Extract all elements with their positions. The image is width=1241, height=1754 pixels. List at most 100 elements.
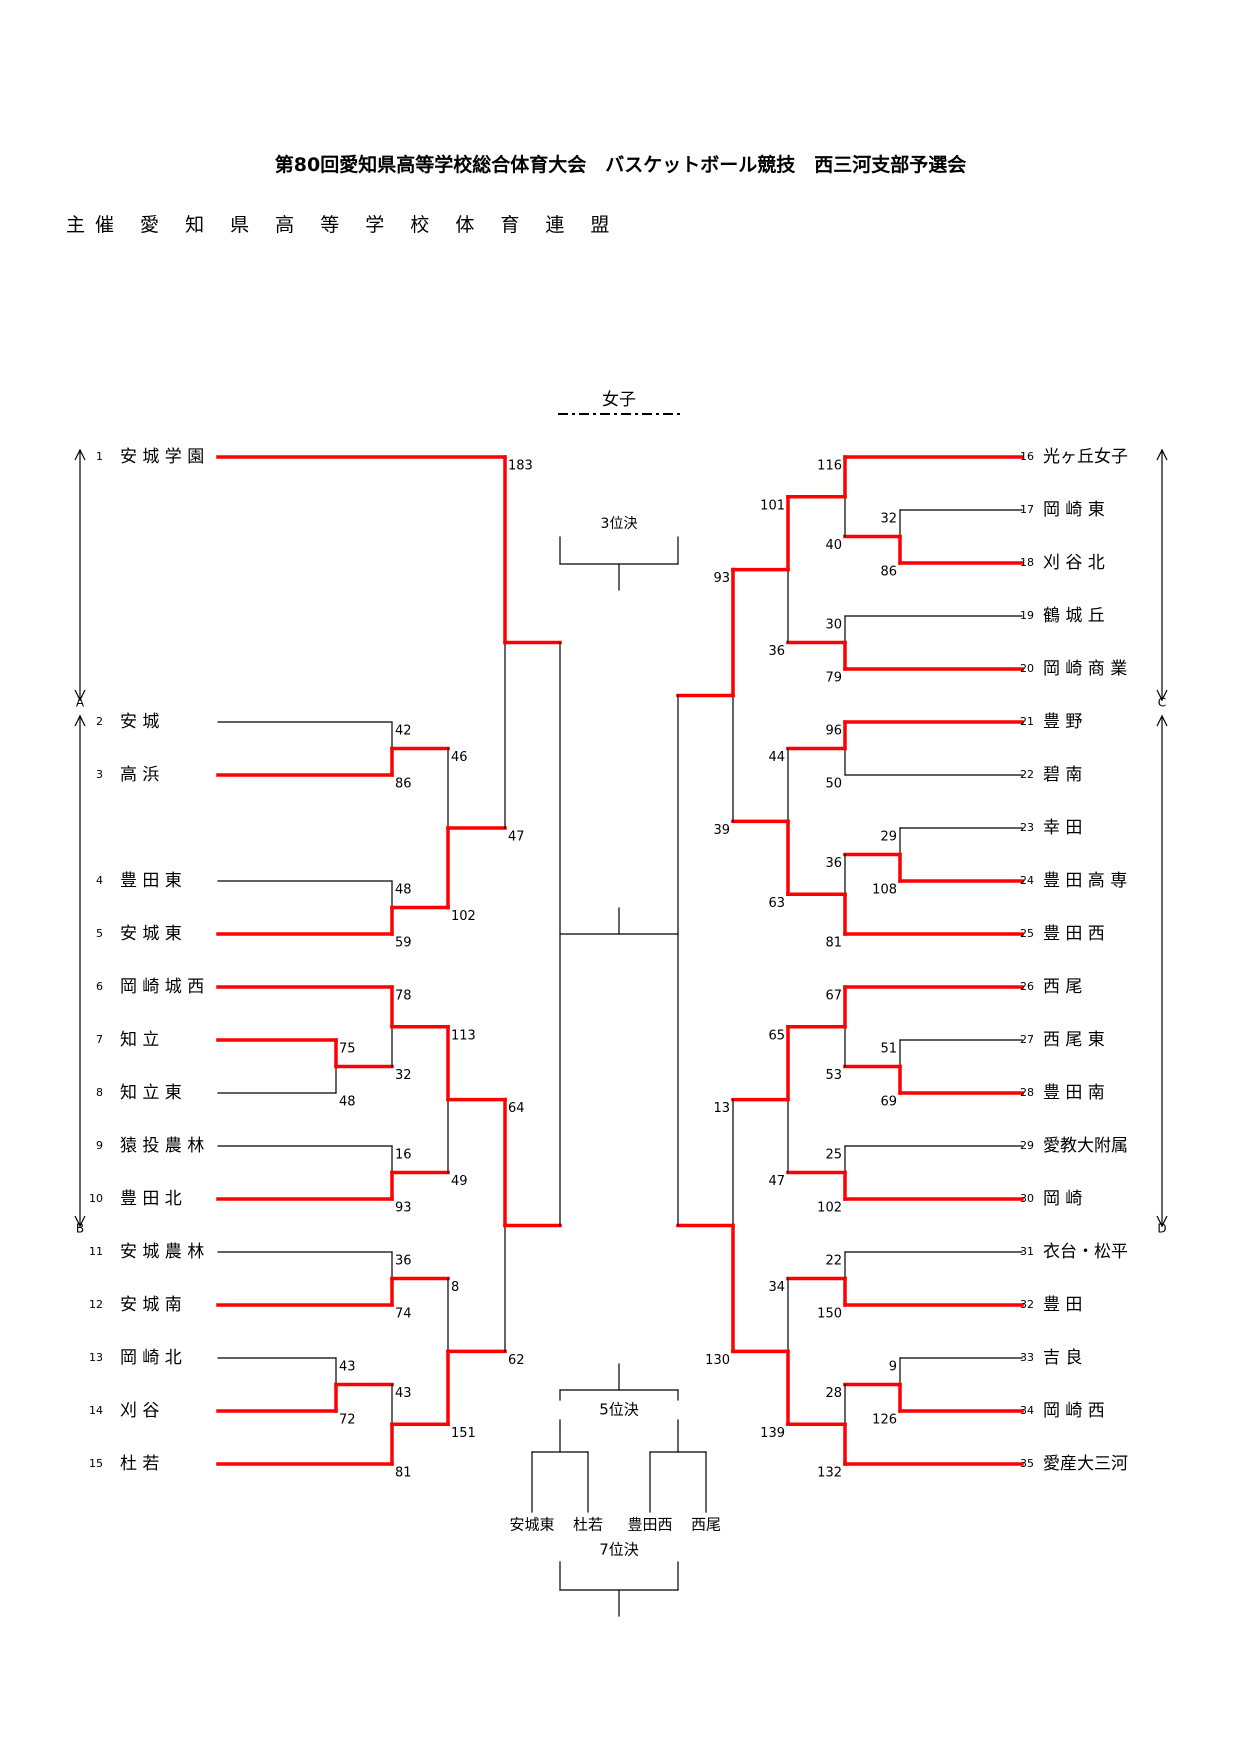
team-number: 16 bbox=[1020, 450, 1034, 463]
score-label: 47 bbox=[768, 1174, 785, 1189]
score-label: 16 bbox=[395, 1148, 412, 1163]
placement-team: 安城東 bbox=[509, 1516, 554, 1534]
score-label: 116 bbox=[817, 459, 842, 474]
team-name: 刈 谷 北 bbox=[1043, 553, 1105, 573]
score-label: 28 bbox=[825, 1386, 842, 1401]
team-name: 西 尾 東 bbox=[1043, 1030, 1105, 1050]
team-name: 知 立 東 bbox=[120, 1083, 182, 1103]
score-label: 36 bbox=[395, 1254, 412, 1269]
score-label: 44 bbox=[768, 750, 785, 765]
block-label: D bbox=[1157, 1222, 1166, 1236]
score-label: 101 bbox=[760, 498, 785, 513]
block-c-arrow-heads bbox=[1156, 448, 1168, 702]
placement-team: 豊田西 bbox=[627, 1516, 672, 1534]
score-label: 46 bbox=[451, 750, 468, 765]
score-label: 75 bbox=[339, 1042, 356, 1057]
score-label: 108 bbox=[872, 883, 897, 898]
bracket-title: 女子 bbox=[602, 390, 636, 410]
team-name: 岡 崎 城 西 bbox=[120, 977, 204, 997]
block-label: B bbox=[76, 1222, 84, 1236]
score-label: 113 bbox=[451, 1028, 476, 1043]
team-name: 吉 良 bbox=[1043, 1348, 1082, 1368]
score-label: 42 bbox=[395, 724, 412, 739]
score-label: 102 bbox=[817, 1201, 842, 1216]
score-label: 51 bbox=[880, 1042, 897, 1057]
team-name: 幸 田 bbox=[1043, 818, 1082, 838]
block-a-arrow-heads bbox=[74, 448, 86, 702]
team-name: 愛教大附属 bbox=[1043, 1136, 1128, 1156]
score-label: 69 bbox=[880, 1095, 897, 1110]
score-label: 72 bbox=[339, 1413, 356, 1428]
team-name: 豊 田 北 bbox=[120, 1189, 182, 1209]
team-name: 杜 若 bbox=[120, 1454, 159, 1474]
team-number: 19 bbox=[1020, 609, 1034, 622]
team-name: 安 城 東 bbox=[120, 924, 182, 944]
team-number: 23 bbox=[1020, 821, 1034, 834]
score-label: 96 bbox=[825, 724, 842, 739]
score-label: 43 bbox=[395, 1386, 412, 1401]
team-number: 25 bbox=[1020, 927, 1034, 940]
score-label: 36 bbox=[768, 644, 785, 659]
team-number: 21 bbox=[1020, 715, 1034, 728]
score-label: 48 bbox=[395, 883, 412, 898]
team-number: 7 bbox=[96, 1033, 103, 1046]
score-label: 13 bbox=[713, 1101, 730, 1116]
team-number: 34 bbox=[1020, 1404, 1034, 1417]
score-label: 25 bbox=[825, 1148, 842, 1163]
score-label: 36 bbox=[825, 856, 842, 871]
team-number: 8 bbox=[96, 1086, 103, 1099]
placement-team: 西尾 bbox=[691, 1516, 721, 1534]
score-label: 48 bbox=[339, 1095, 356, 1110]
score-label: 81 bbox=[825, 936, 842, 951]
team-name: 愛産大三河 bbox=[1043, 1454, 1128, 1474]
score-label: 65 bbox=[768, 1028, 785, 1043]
team-name: 豊 田 南 bbox=[1043, 1083, 1105, 1103]
score-label: 32 bbox=[880, 512, 897, 527]
score-label: 102 bbox=[451, 909, 476, 924]
team-number: 9 bbox=[96, 1139, 103, 1152]
team-name: 豊 田 高 専 bbox=[1043, 871, 1127, 891]
score-label: 22 bbox=[825, 1254, 842, 1269]
team-name: 豊 田 東 bbox=[120, 871, 182, 891]
team-number: 1 bbox=[96, 450, 103, 463]
score-label: 132 bbox=[817, 1466, 842, 1481]
team-name: 岡 崎 bbox=[1043, 1189, 1082, 1209]
score-label: 29 bbox=[880, 830, 897, 845]
team-number: 30 bbox=[1020, 1192, 1034, 1205]
score-label: 93 bbox=[713, 571, 730, 586]
score-label: 79 bbox=[825, 671, 842, 686]
team-name: 安 城 bbox=[120, 712, 159, 732]
team-number: 18 bbox=[1020, 556, 1034, 569]
score-label: 64 bbox=[508, 1101, 525, 1116]
score-label: 9 bbox=[889, 1360, 897, 1375]
team-number: 32 bbox=[1020, 1298, 1034, 1311]
team-name: 豊 田 bbox=[1043, 1295, 1082, 1315]
team-number: 10 bbox=[89, 1192, 103, 1205]
score-label: 63 bbox=[768, 896, 785, 911]
team-number: 24 bbox=[1020, 874, 1034, 887]
score-label: 49 bbox=[451, 1174, 468, 1189]
seventh-place-label: 7位決 bbox=[599, 1541, 639, 1559]
score-label: 126 bbox=[872, 1413, 897, 1428]
team-number: 13 bbox=[89, 1351, 103, 1364]
score-label: 47 bbox=[508, 830, 525, 845]
score-label: 130 bbox=[705, 1353, 730, 1368]
score-label: 50 bbox=[825, 777, 842, 792]
score-label: 62 bbox=[508, 1353, 525, 1368]
score-label: 59 bbox=[395, 936, 412, 951]
organizer-line: 主催 愛 知 県 高 等 学 校 体 育 連 盟 bbox=[66, 214, 620, 236]
block-label: C bbox=[1158, 696, 1166, 710]
page-title: 第80回愛知県高等学校総合体育大会 バスケットボール競技 西三河支部予選会 bbox=[274, 154, 967, 176]
team-name: 安 城 学 園 bbox=[120, 447, 204, 467]
team-number: 11 bbox=[89, 1245, 103, 1258]
score-label: 151 bbox=[451, 1426, 476, 1441]
team-number: 2 bbox=[96, 715, 103, 728]
team-number: 12 bbox=[89, 1298, 103, 1311]
score-label: 67 bbox=[825, 989, 842, 1004]
score-label: 74 bbox=[395, 1307, 412, 1322]
team-number: 6 bbox=[96, 980, 103, 993]
team-name: 岡 崎 東 bbox=[1043, 500, 1105, 520]
block-d-arrow-heads bbox=[1156, 714, 1168, 1228]
